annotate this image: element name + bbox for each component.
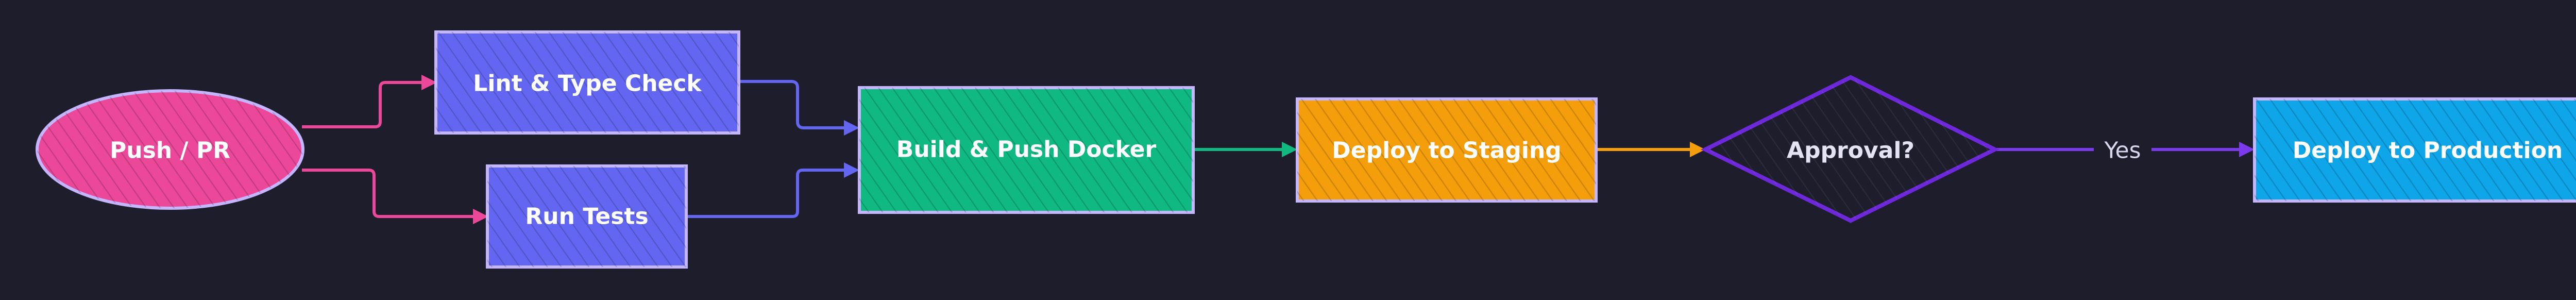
- node-label: Build & Push Docker: [896, 137, 1157, 163]
- edge-push-to-lint: [302, 75, 437, 128]
- node-hatch: [37, 91, 303, 208]
- arrowhead: [844, 162, 859, 178]
- node-hatch: [1297, 99, 1596, 201]
- arrowhead: [1282, 142, 1297, 157]
- edge-approval-to-production: Yes: [1995, 138, 2255, 164]
- node-label: Push / PR: [110, 138, 230, 164]
- node-approval-decision: Approval?: [1700, 75, 1999, 223]
- node-build-push-docker: Build & Push Docker: [858, 86, 1195, 214]
- arrowhead: [844, 120, 859, 136]
- edge-build-to-staging: [1194, 142, 1297, 157]
- arrowhead: [421, 75, 437, 90]
- arrowhead: [2239, 142, 2255, 157]
- node-lint-type-check: Lint & Type Check: [434, 30, 740, 135]
- node-hatch: [1705, 77, 1995, 221]
- node-label: Deploy to Production: [2293, 138, 2563, 164]
- edge-line: [740, 80, 845, 129]
- node-label: Approval?: [1787, 138, 1914, 164]
- edge-lint-to-build: [740, 80, 859, 136]
- node-push-pr: Push / PR: [36, 89, 304, 210]
- node-deploy-to-production: Deploy to Production: [2253, 97, 2576, 203]
- node-run-tests: Run Tests: [486, 164, 688, 269]
- edge-staging-to-approval: [1597, 142, 1705, 157]
- node-hatch: [2255, 99, 2576, 201]
- edge-label-yes: Yes: [2104, 138, 2141, 164]
- edge-line: [302, 169, 474, 218]
- node-label: Lint & Type Check: [473, 71, 702, 97]
- arrowhead: [473, 209, 488, 224]
- node-label: Run Tests: [525, 204, 648, 230]
- node-deploy-to-staging: Deploy to Staging: [1296, 97, 1598, 203]
- edge-tests-to-build: [687, 162, 859, 218]
- node-label: Deploy to Staging: [1332, 138, 1562, 164]
- edge-line: [302, 81, 422, 128]
- edge-push-to-tests: [302, 169, 488, 224]
- edge-line: [687, 169, 845, 218]
- node-hatch: [859, 88, 1193, 212]
- node-hatch: [436, 32, 739, 133]
- arrowhead: [1690, 142, 1705, 157]
- node-hatch: [487, 166, 686, 267]
